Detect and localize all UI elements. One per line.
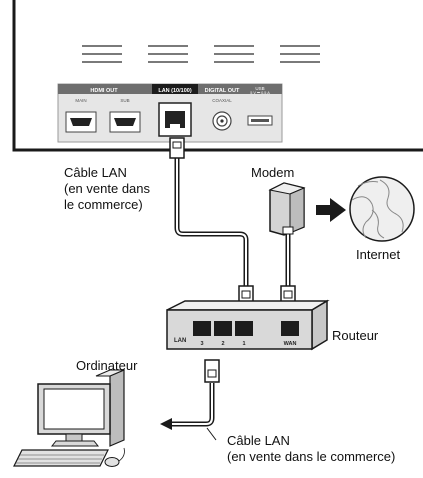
router-label: Routeur (332, 328, 379, 343)
hdmi-main-label: MAIN (75, 98, 86, 103)
cable-top-label-line3: le commerce) (64, 197, 143, 212)
hdmi-sub-label: SUB (120, 98, 129, 103)
lan-cable-player-router (174, 155, 249, 288)
computer-label: Ordinateur (76, 358, 138, 373)
lan-plug-router-output (204, 359, 220, 383)
lan-port-label: LAN (10/100) (158, 88, 191, 94)
hdmi-out-label: HDMI OUT (90, 88, 118, 94)
coaxial-label: COAXIAL (212, 98, 232, 103)
player-rear-panel: HDMI OUT LAN (10/100) DIGITAL OUT USB 5 … (12, 0, 423, 152)
router: LAN 3 2 1 WAN (166, 299, 330, 351)
modem (268, 182, 306, 236)
cable-bottom-label-line1: Câble LAN (227, 433, 290, 448)
usb-label: USB (255, 86, 264, 91)
usb-port (247, 115, 273, 126)
arrow-right-icon (316, 198, 346, 222)
vent-slots (82, 45, 320, 63)
cable-bottom-label-line2: (en vente dans le commerce) (227, 449, 396, 464)
lan-plug-player (169, 137, 185, 159)
cable-top-label-line2: (en vente dans (64, 181, 151, 196)
usb-rating-label: 5 V ⎓ 0.5 A (250, 91, 270, 95)
player-lan-port (158, 102, 192, 137)
router-lan-label: LAN (174, 338, 186, 344)
coaxial-port (212, 111, 232, 131)
modem-label: Modem (251, 165, 295, 180)
cable-top-label-line1: Câble LAN (64, 165, 127, 180)
hdmi-main-port (65, 111, 97, 133)
hdmi-sub-port (109, 111, 141, 133)
lan-cable-router-computer (160, 383, 215, 430)
router-wan-label: WAN (284, 341, 297, 347)
internet-label: Internet (356, 247, 401, 262)
router-port-1-label: 1 (242, 341, 245, 347)
computer (13, 369, 125, 467)
cable-label-leader (206, 427, 217, 441)
internet-globe-icon (349, 176, 415, 242)
digital-out-label: DIGITAL OUT (205, 88, 240, 94)
router-port-2-label: 2 (221, 341, 224, 347)
router-port-3-label: 3 (200, 341, 203, 347)
